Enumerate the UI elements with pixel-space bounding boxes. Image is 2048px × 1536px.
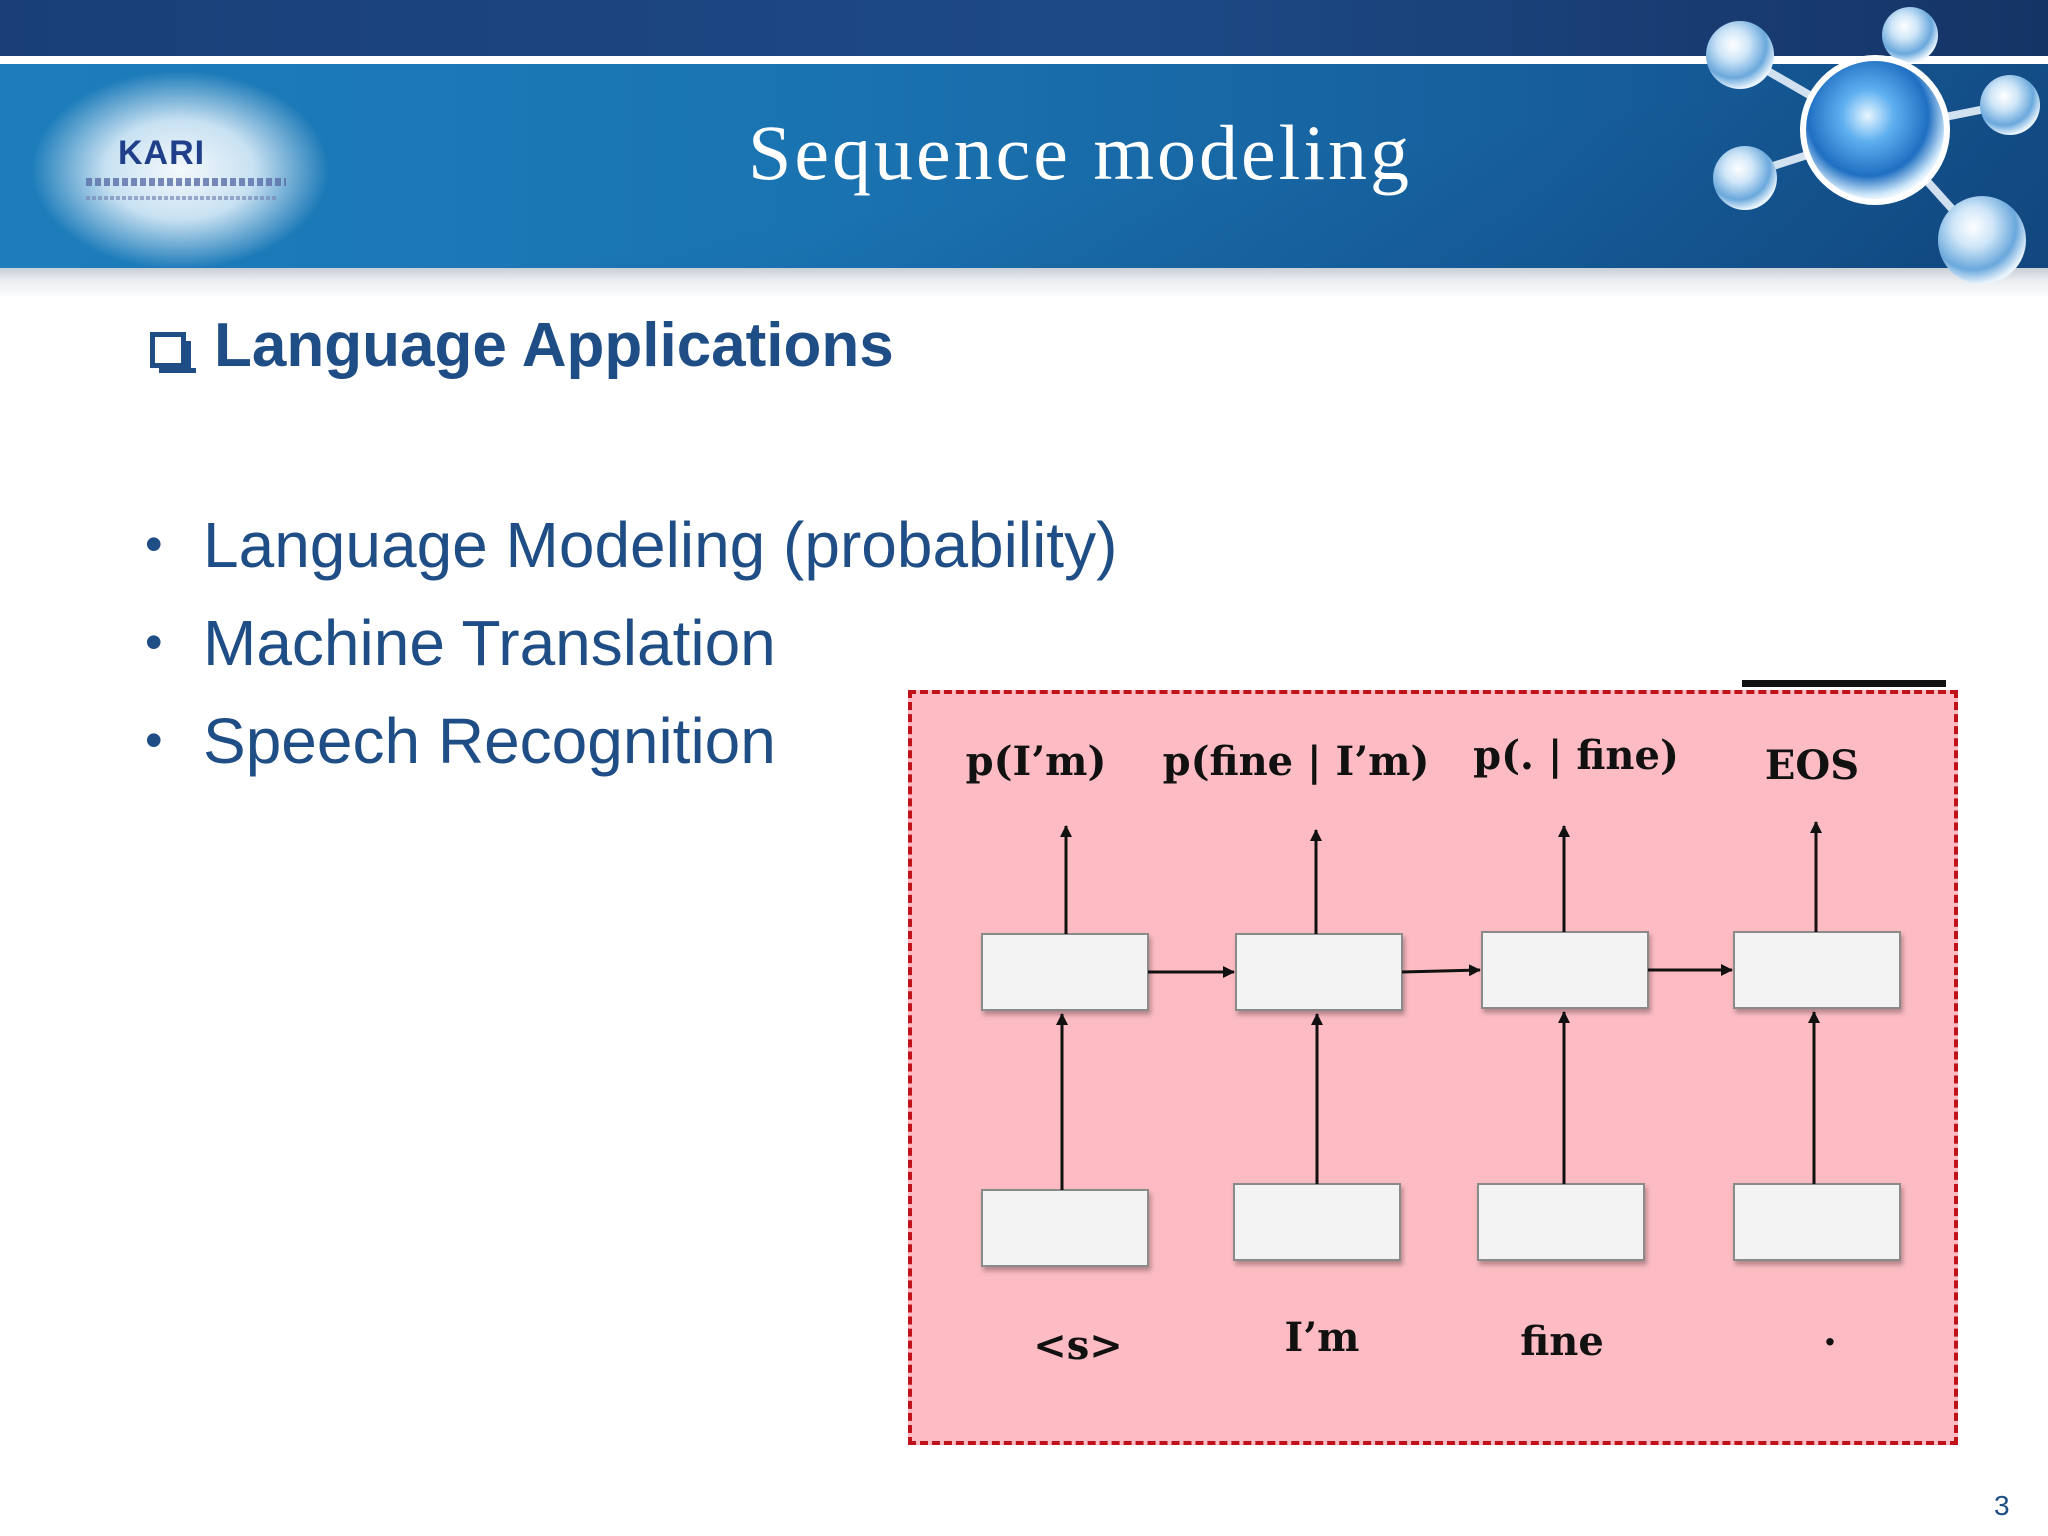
- section-heading-text: Language Applications: [214, 311, 894, 380]
- bullet-dot-icon: •: [145, 614, 163, 670]
- header-divider: [0, 56, 2048, 64]
- bullet-dot-icon: •: [145, 712, 163, 768]
- input-label-4: .: [1823, 1308, 1837, 1355]
- page-number: 3: [1994, 1490, 2010, 1521]
- output-label-3: p(. | fine): [1473, 732, 1679, 779]
- hidden-cell-1: [981, 933, 1149, 1011]
- header-banner-shade: [0, 64, 2048, 268]
- header-top-bar: [0, 0, 2048, 56]
- header-shadow: [0, 268, 2048, 298]
- list-item-text: Language Modeling (probability): [203, 509, 1118, 581]
- section-heading: Language Applications: [150, 310, 894, 381]
- input-label-3: fine: [1520, 1318, 1604, 1365]
- list-item: • Language Modeling (probability): [145, 502, 1117, 600]
- input-cell-1: [981, 1189, 1149, 1267]
- rnn-diagram-graphic: [981, 821, 1901, 1267]
- input-label-1: <s>: [1033, 1322, 1123, 1369]
- kari-logo-korean-text: [86, 178, 286, 186]
- input-cell-4: [1733, 1183, 1901, 1261]
- diagram-top-mark: [1742, 680, 1946, 687]
- list-item: • Speech Recognition: [145, 698, 1117, 796]
- input-cell-2: [1233, 1183, 1401, 1261]
- rnn-language-model-diagram: p(I’m) p(fine | I’m) p(. | fine) EOS <s>…: [908, 690, 1958, 1445]
- recurrent-arrow-2: [1401, 964, 1481, 977]
- input-label-2: I’m: [1284, 1314, 1360, 1361]
- list-item: • Machine Translation: [145, 600, 1117, 698]
- kari-logo-english-text: [86, 196, 276, 200]
- input-cell-3: [1477, 1183, 1645, 1261]
- checkbox-bullet-icon: [150, 332, 196, 373]
- kari-logo: KARI: [118, 134, 206, 172]
- output-label-2: p(fine | I’m): [1162, 738, 1430, 785]
- satellite-molecule-icon: [1706, 7, 2040, 284]
- slide-title: Sequence modeling: [748, 109, 1412, 196]
- bullet-dot-icon: •: [145, 516, 163, 572]
- output-label-4: EOS: [1764, 742, 1860, 789]
- hidden-cell-4: [1733, 931, 1901, 1009]
- list-item-text: Machine Translation: [203, 607, 776, 679]
- list-item-text: Speech Recognition: [203, 705, 776, 777]
- bullet-list: • Language Modeling (probability) • Machin…: [145, 502, 1117, 796]
- output-label-1: p(I’m): [965, 738, 1107, 785]
- hidden-cell-2: [1235, 933, 1403, 1011]
- header-banner: [0, 64, 2048, 268]
- kari-logo-glow: [30, 70, 330, 270]
- hidden-cell-3: [1481, 931, 1649, 1009]
